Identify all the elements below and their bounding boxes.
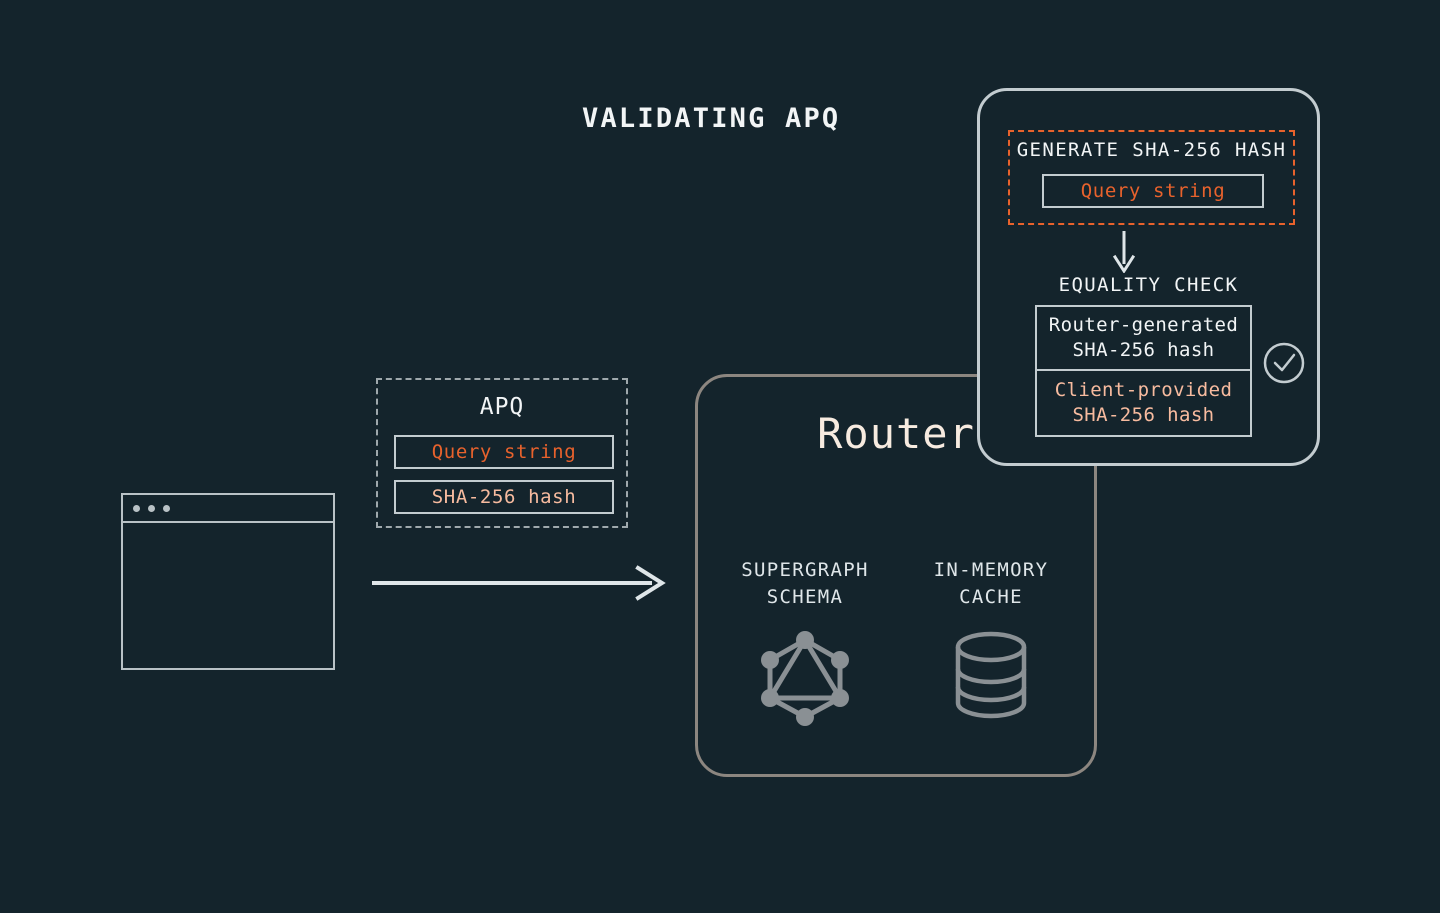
- graphql-icon: [720, 629, 890, 727]
- router-box: Router SUPERGRAPH SCHEMA: [695, 374, 1097, 777]
- apq-title: APQ: [479, 394, 525, 420]
- router-component-supergraph-schema: SUPERGRAPH SCHEMA: [720, 557, 890, 727]
- window-dot-1: [133, 504, 140, 512]
- router-title: Router: [817, 409, 975, 458]
- browser-window-icon: [121, 493, 335, 670]
- check-circle-icon: [1263, 342, 1305, 384]
- generate-hash-label: GENERATE SHA-256 HASH: [1016, 139, 1287, 161]
- down-arrow-icon: [1112, 231, 1136, 273]
- router-component-in-memory-cache: IN-MEMORY CACHE: [906, 557, 1076, 721]
- page-title: VALIDATING APQ: [582, 103, 841, 134]
- in-memory-cache-label: IN-MEMORY CACHE: [933, 559, 1049, 608]
- apq-field-query-string: Query string: [394, 435, 614, 469]
- generate-hash-input-query-string: Query string: [1042, 174, 1264, 208]
- equality-check-label: EQUALITY CHECK: [1058, 274, 1239, 296]
- generate-hash-group: GENERATE SHA-256 HASH Query string: [1008, 130, 1295, 225]
- apq-field-sha256-hash: SHA-256 hash: [394, 480, 614, 514]
- validation-detail-panel: GENERATE SHA-256 HASH Query string EQUAL…: [977, 88, 1320, 466]
- equality-row-router-generated: Router-generated SHA-256 hash: [1037, 307, 1250, 371]
- window-dot-3: [163, 504, 170, 512]
- apq-box: APQ Query string SHA-256 hash: [376, 378, 628, 528]
- browser-titlebar: [123, 495, 333, 523]
- equality-check-box: Router-generated SHA-256 hash Client-pro…: [1035, 305, 1252, 437]
- supergraph-schema-label: SUPERGRAPH SCHEMA: [741, 559, 869, 608]
- database-icon: [906, 629, 1076, 721]
- equality-row-client-provided: Client-provided SHA-256 hash: [1054, 379, 1233, 426]
- window-dot-2: [148, 504, 155, 512]
- request-arrow: [372, 565, 666, 601]
